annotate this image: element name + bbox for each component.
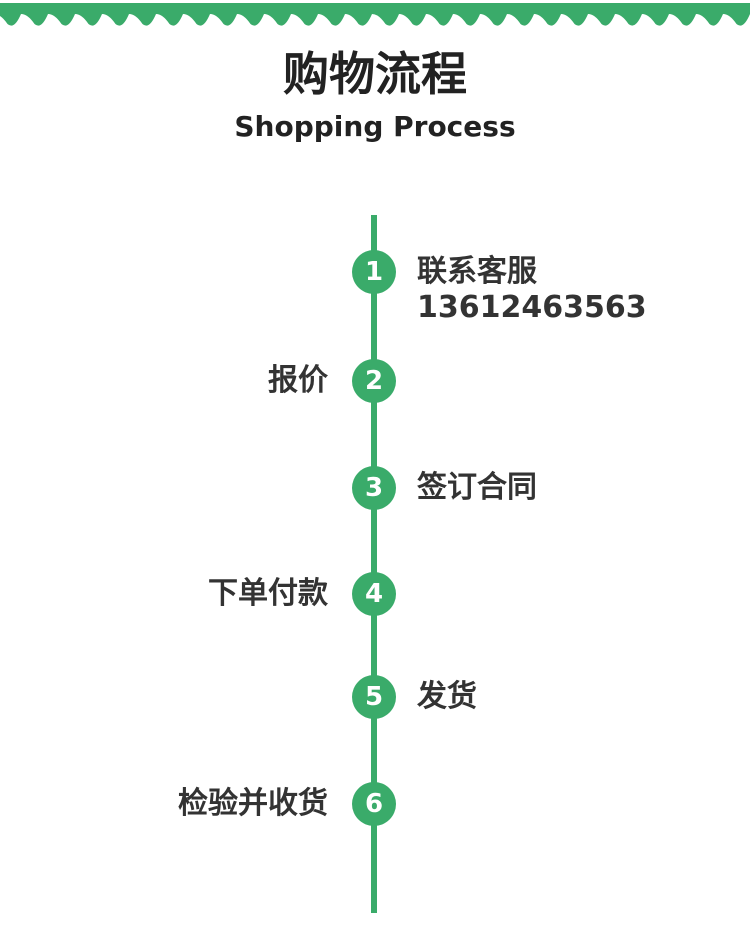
step-number-badge: 6: [352, 782, 396, 826]
step-label: 签订合同: [417, 470, 537, 505]
step-label: 检验并收货: [178, 786, 328, 821]
step-4: 4 下单付款: [0, 572, 750, 616]
page-title: 购物流程: [283, 47, 467, 101]
step-1: 1 联系客服 13612463563: [0, 250, 750, 325]
customer-service-phone: 13612463563: [417, 290, 647, 325]
step-number-badge: 3: [352, 466, 396, 510]
timeline-line: [371, 215, 377, 913]
step-2: 2 报价: [0, 359, 750, 403]
step-label: 发货: [417, 679, 477, 714]
step-5: 5 发货: [0, 675, 750, 719]
page-subtitle: Shopping Process: [234, 110, 516, 143]
step-label: 联系客服: [417, 254, 537, 289]
step-6: 6 检验并收货: [0, 782, 750, 826]
step-number-badge: 4: [352, 572, 396, 616]
step-number-badge: 2: [352, 359, 396, 403]
step-label: 下单付款: [208, 576, 328, 611]
wavy-top-border: [0, 3, 750, 26]
step-number-badge: 1: [352, 250, 396, 294]
step-number-badge: 5: [352, 675, 396, 719]
step-label: 报价: [268, 363, 328, 398]
step-3: 3 签订合同: [0, 466, 750, 510]
